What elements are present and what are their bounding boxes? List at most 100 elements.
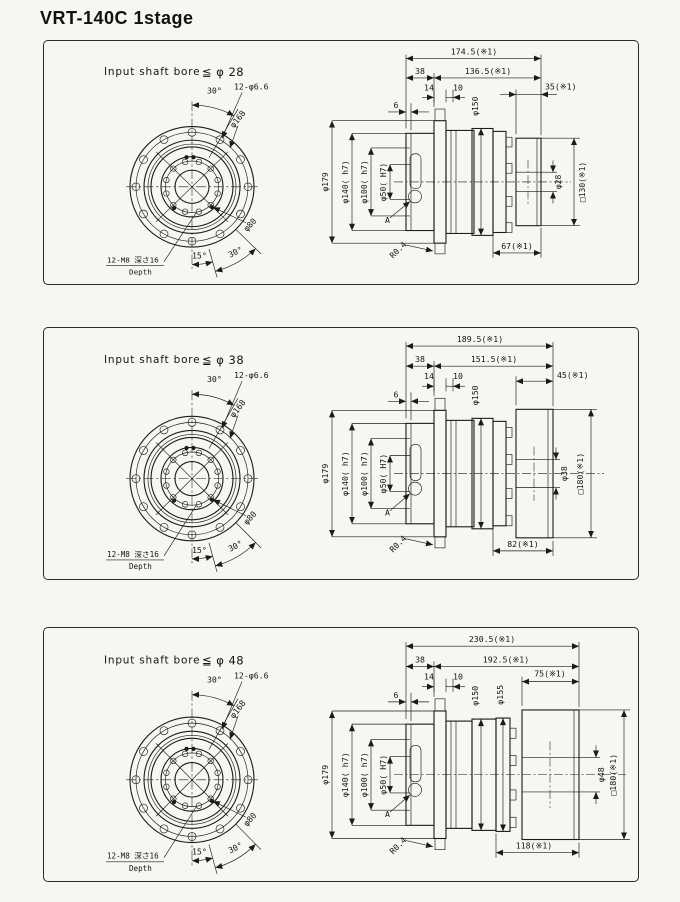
dim-overall: 174.5(※1) bbox=[451, 47, 497, 57]
fillet-label: R0.4 bbox=[387, 239, 408, 260]
angle-15-label: 15° bbox=[192, 545, 207, 555]
bolt-spec-label: 12-φ6.6 bbox=[234, 671, 269, 681]
bottom-plug bbox=[434, 242, 446, 255]
front-view: 30° 12-φ6.6 φ168 φ80 15° 30° 12-M8 深さ16 … bbox=[106, 671, 269, 875]
angle-top-label: 30° bbox=[207, 86, 222, 96]
inner-circle-label: φ80 bbox=[241, 810, 258, 828]
tap-depth-label: Depth bbox=[129, 562, 152, 571]
fillet-label: R0.4 bbox=[387, 835, 408, 856]
tap-spec-label: 12-M8 深さ16 bbox=[107, 256, 159, 265]
side-view: 189.5(※1) 38 151.5(※1) 14 10 6 φ179 φ140… bbox=[320, 334, 604, 556]
top-plug bbox=[434, 108, 446, 122]
dim-body-dia2: φ155 bbox=[495, 685, 505, 705]
dim-block-ext: 35(※1) bbox=[545, 82, 577, 92]
inner-tap-holes bbox=[163, 750, 221, 809]
output-block bbox=[515, 137, 542, 227]
dim-rear: 151.5(※1) bbox=[471, 354, 517, 364]
drawing-bore-28: Input shaft bore ≦ φ 28 bbox=[104, 47, 587, 278]
dim-d140: φ140( h7) bbox=[340, 160, 350, 203]
angle-15-label: 15° bbox=[192, 847, 207, 857]
dim-block-total: 118(※1) bbox=[516, 841, 552, 851]
inner-circle-label: φ80 bbox=[241, 216, 259, 233]
dim-38: 38 bbox=[415, 354, 425, 364]
dim-d179: φ179 bbox=[320, 172, 330, 191]
dim-d140: φ140( h7) bbox=[340, 451, 350, 496]
dim-10: 10 bbox=[453, 672, 463, 682]
bolt-circle bbox=[135, 132, 249, 242]
dim-14: 14 bbox=[424, 672, 434, 682]
dim-d50: φ50( H7) bbox=[378, 755, 388, 795]
detail-a-label: A bbox=[385, 508, 390, 518]
dim-overall: 189.5(※1) bbox=[457, 334, 503, 344]
dim-rear: 136.5(※1) bbox=[465, 66, 511, 76]
flange-outer-circle bbox=[129, 126, 255, 248]
outer-bolt-holes bbox=[131, 718, 253, 841]
outer-bolt-holes bbox=[131, 418, 253, 540]
front-view: 30° 12-φ6.6 φ168 φ80 15° 30° 12-M8 深さ16 … bbox=[106, 370, 269, 573]
angle-30-label: 30° bbox=[227, 538, 245, 554]
dim-block-total: 82(※1) bbox=[507, 539, 539, 549]
dim-d100: φ100( h7) bbox=[359, 451, 369, 496]
dim-38: 38 bbox=[415, 66, 425, 76]
angle-top-label: 30° bbox=[207, 675, 222, 685]
output-block bbox=[521, 709, 580, 841]
dim-14: 14 bbox=[424, 371, 434, 381]
detail-a-feature bbox=[408, 189, 422, 204]
dim-6: 6 bbox=[394, 690, 399, 700]
panel-bore-38: Input shaft bore ≦ φ 38 30 bbox=[43, 327, 639, 580]
side-view: 174.5(※1) 38 136.5(※1) 14 10 6 φ179 φ140… bbox=[320, 47, 587, 260]
outer-bolt-holes bbox=[131, 128, 253, 246]
angle-15-label: 15° bbox=[192, 251, 207, 261]
dim-d50: φ50( H7) bbox=[378, 454, 388, 494]
panel-header-limit: ≦ φ 38 bbox=[202, 353, 244, 367]
dim-square: □130(※1) bbox=[577, 162, 587, 202]
dim-block-ext: 45(※1) bbox=[557, 370, 589, 380]
pin-hole bbox=[184, 155, 189, 160]
dim-bore: φ48 bbox=[596, 767, 606, 782]
side-view: 230.5(※1) 38 192.5(※1) 14 10 6 φ179 φ140… bbox=[320, 634, 630, 858]
dim-10: 10 bbox=[453, 371, 463, 381]
angle-top-label: 30° bbox=[207, 374, 222, 384]
inner-tap-holes bbox=[163, 449, 221, 508]
dim-bore: φ28 bbox=[553, 175, 563, 190]
panel-header-label: Input shaft bore bbox=[104, 654, 200, 666]
detail-a-label: A bbox=[385, 215, 390, 225]
drawing-bore-38: Input shaft bore ≦ φ 38 30 bbox=[104, 334, 604, 573]
tap-circle bbox=[165, 160, 219, 213]
dim-d179: φ179 bbox=[320, 464, 330, 484]
center-bore bbox=[174, 169, 210, 204]
dim-bore: φ38 bbox=[559, 466, 569, 481]
dim-body-dia: φ150 bbox=[470, 96, 480, 115]
tap-depth-label: Depth bbox=[129, 864, 152, 873]
output-block bbox=[515, 408, 554, 539]
tap-depth-label: Depth bbox=[129, 267, 152, 276]
bolt-spec-label: 12-φ6.6 bbox=[234, 370, 269, 380]
panel-header-label: Input shaft bore bbox=[104, 354, 200, 366]
dim-d140: φ140( h7) bbox=[340, 752, 350, 797]
fillet-label: R0.4 bbox=[387, 533, 408, 554]
dim-6: 6 bbox=[394, 389, 399, 399]
panel-header-limit: ≦ φ 28 bbox=[202, 65, 244, 79]
dim-d100: φ100( h7) bbox=[359, 160, 369, 203]
dim-14: 14 bbox=[424, 83, 434, 93]
inner-circle-label: φ80 bbox=[241, 509, 258, 527]
dim-square: □180(※1) bbox=[575, 453, 585, 495]
angle-30-label: 30° bbox=[226, 244, 244, 259]
panel-header-label: Input shaft bore bbox=[104, 66, 200, 78]
dim-square: □180(※1) bbox=[608, 754, 618, 796]
dim-38: 38 bbox=[415, 654, 425, 664]
dim-6: 6 bbox=[394, 100, 399, 110]
detail-a-label: A bbox=[385, 809, 390, 819]
dim-d50: φ50( H7) bbox=[378, 163, 388, 201]
pin-hole bbox=[171, 206, 177, 211]
panel-bore-48: Input shaft bore ≦ φ 48 30 bbox=[43, 627, 639, 882]
dim-overall: 230.5(※1) bbox=[469, 634, 515, 644]
tap-spec-label: 12-M8 深さ16 bbox=[107, 550, 159, 559]
angle-30-label: 30° bbox=[227, 840, 245, 856]
panel-bore-28: Input shaft bore ≦ φ 28 bbox=[43, 40, 639, 285]
front-view: 30° 12-φ6.6 φ168 φ80 15° 30° 12-M8 深さ16 … bbox=[106, 82, 269, 278]
drawing-bore-48: Input shaft bore ≦ φ 48 30 bbox=[104, 634, 630, 875]
dim-block-total: 67(※1) bbox=[501, 241, 533, 251]
panel-header-limit: ≦ φ 48 bbox=[202, 653, 244, 667]
dim-block-ext: 75(※1) bbox=[534, 669, 565, 679]
